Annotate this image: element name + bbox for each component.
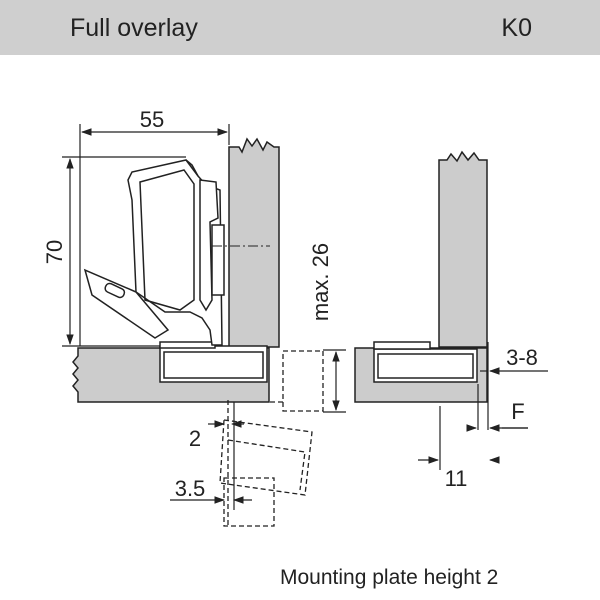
header-bar: Full overlay K0: [0, 0, 600, 55]
dim-f-label: F: [511, 399, 524, 424]
dim-max-depth-label: max. 26: [308, 243, 333, 321]
dim-overlay-range-label: 3-8: [506, 345, 538, 370]
footer-note: Mounting plate height 2: [280, 566, 499, 589]
dim-height-label: 70: [42, 240, 67, 264]
dim-width-label: 55: [140, 107, 164, 132]
hinge-arm: [83, 159, 225, 346]
hinge-cup: [159, 341, 268, 383]
dimension-lines: [62, 124, 548, 510]
header-title: Full overlay: [70, 14, 198, 42]
dim-distance-label: 11: [445, 466, 468, 491]
right-side-panel: [438, 150, 488, 348]
dim-gap-label: 3.5: [175, 476, 206, 501]
right-plate: [373, 341, 478, 383]
header-code: K0: [501, 14, 532, 42]
dim-plate-offset-label: 2: [189, 426, 201, 451]
left-side-panel: [228, 137, 280, 348]
dashed-outlines: [219, 350, 324, 528]
